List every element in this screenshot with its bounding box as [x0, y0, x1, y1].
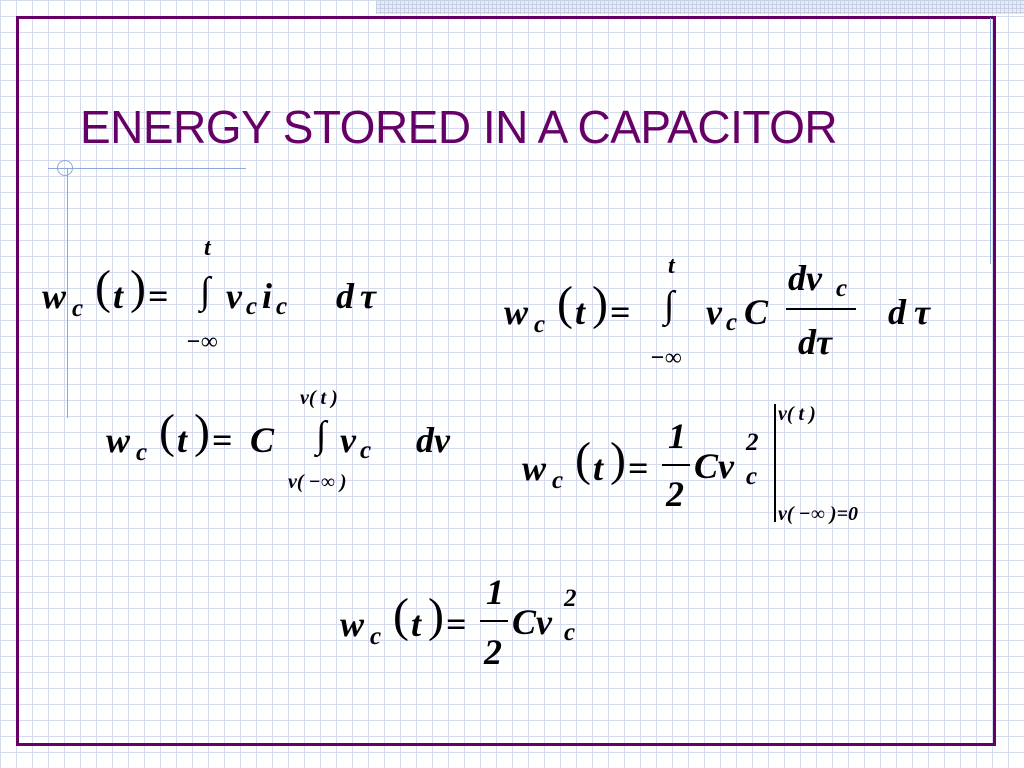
eq2-w: w — [504, 292, 529, 332]
eq5-t: t — [411, 604, 422, 644]
eq5-lparen: ( — [393, 589, 409, 642]
eq1-i: i — [262, 276, 273, 316]
eq1-upper-limit: t — [204, 235, 211, 261]
eq5-equals: = — [446, 604, 467, 644]
eq5-w-sub: c — [370, 623, 382, 650]
eq5-Cv: Cv — [512, 602, 552, 642]
eq2-v-sub: c — [726, 309, 738, 336]
eq3-t: t — [177, 420, 188, 460]
eq3-v: v — [340, 420, 356, 460]
eq4-evaluation-bar — [774, 404, 776, 522]
eq2-integral-sign: ∫ — [664, 284, 675, 326]
equation-integral-cvdv: w c ( t ) = C v( t ) ∫ v c dv v( −∞ ) — [104, 384, 484, 504]
eq1-lower-limit: −∞ — [186, 329, 218, 355]
eq4-lower-limit: v( −∞ )=0 — [778, 503, 858, 525]
eq2-t: t — [575, 292, 586, 332]
eq5-denominator: 2 — [484, 632, 502, 672]
equation-evaluated-limits: w c ( t ) = 1 2 Cv 2 c v( t ) v( −∞ )=0 — [520, 400, 920, 526]
eq4-Cv: Cv — [694, 446, 734, 486]
eq2-w-sub: c — [534, 311, 546, 338]
eq2-tau: τ — [914, 292, 930, 332]
eq2-C: C — [744, 292, 769, 332]
eq1-rparen: ) — [130, 261, 146, 314]
eq3-upper-limit: v( t ) — [300, 387, 338, 409]
eq2-v: v — [706, 292, 722, 332]
eq1-d: d — [336, 276, 354, 316]
eq2-upper-limit: t — [668, 253, 675, 279]
eq5-numerator: 1 — [486, 572, 504, 612]
equation-integral-vcdv: w c ( t ) = t ∫ v c C dv c dτ d τ −∞ — [502, 254, 962, 384]
eq1-v-sub: c — [246, 293, 258, 320]
eq1-w: w — [42, 276, 67, 316]
eq1-equals: = — [148, 276, 169, 316]
eq3-w-sub: c — [136, 439, 148, 466]
eq5-w: w — [340, 604, 365, 644]
eq4-subscript: c — [746, 463, 758, 490]
eq5-rparen: ) — [428, 589, 444, 642]
eq1-tau: τ — [360, 276, 376, 316]
eq1-integral-sign: ∫ — [200, 270, 211, 312]
eq2-lower-limit: −∞ — [650, 345, 682, 371]
slide-title: ENERGY STORED IN A CAPACITOR — [80, 101, 838, 153]
eq4-upper-limit: v( t ) — [778, 403, 816, 425]
eq2-equals: = — [610, 292, 631, 332]
eq3-rparen: ) — [194, 405, 210, 458]
equation-integral-vi: w c ( t ) = t ∫ v c i c d τ −∞ — [40, 236, 400, 366]
eq3-equals: = — [212, 420, 233, 460]
eq4-lparen: ( — [575, 433, 591, 486]
eq3-C: C — [250, 420, 275, 460]
accent-line-right — [990, 18, 991, 264]
eq2-d: d — [888, 292, 906, 332]
accent-line-vertical — [67, 168, 68, 418]
accent-line-horizontal — [48, 168, 246, 169]
eq5-superscript: 2 — [564, 585, 577, 612]
eq3-lparen: ( — [159, 405, 175, 458]
eq2-numerator-sub: c — [836, 275, 848, 302]
eq4-rparen: ) — [610, 433, 626, 486]
eq1-w-sub: c — [72, 295, 84, 322]
eq3-integral-sign: ∫ — [316, 414, 327, 456]
eq2-fraction-bar — [786, 308, 856, 310]
eq3-dv: dv — [416, 420, 450, 460]
eq1-i-sub: c — [276, 293, 288, 320]
eq4-fraction-bar — [662, 464, 690, 466]
eq2-rparen: ) — [592, 277, 608, 330]
eq3-lower-limit: v( −∞ ) — [288, 471, 347, 493]
eq4-w: w — [522, 448, 547, 488]
eq2-numerator: dv — [788, 258, 822, 298]
eq5-subscript: c — [564, 619, 576, 646]
eq4-w-sub: c — [552, 467, 564, 494]
eq3-v-sub: c — [360, 437, 372, 464]
eq4-numerator: 1 — [668, 416, 686, 456]
eq5-fraction-bar — [480, 620, 508, 622]
eq1-t: t — [113, 276, 124, 316]
eq3-w: w — [106, 420, 131, 460]
top-pattern-band — [376, 0, 1024, 14]
equation-final-energy: w c ( t ) = 1 2 Cv 2 c — [338, 572, 618, 682]
eq2-denominator: dτ — [798, 322, 832, 362]
eq4-superscript: 2 — [746, 429, 759, 456]
eq2-lparen: ( — [557, 277, 573, 330]
eq1-lparen: ( — [95, 261, 111, 314]
eq4-t: t — [593, 448, 604, 488]
accent-circle — [57, 160, 73, 176]
eq1-v: v — [226, 276, 242, 316]
eq4-equals: = — [628, 448, 649, 488]
eq4-denominator: 2 — [666, 474, 684, 514]
